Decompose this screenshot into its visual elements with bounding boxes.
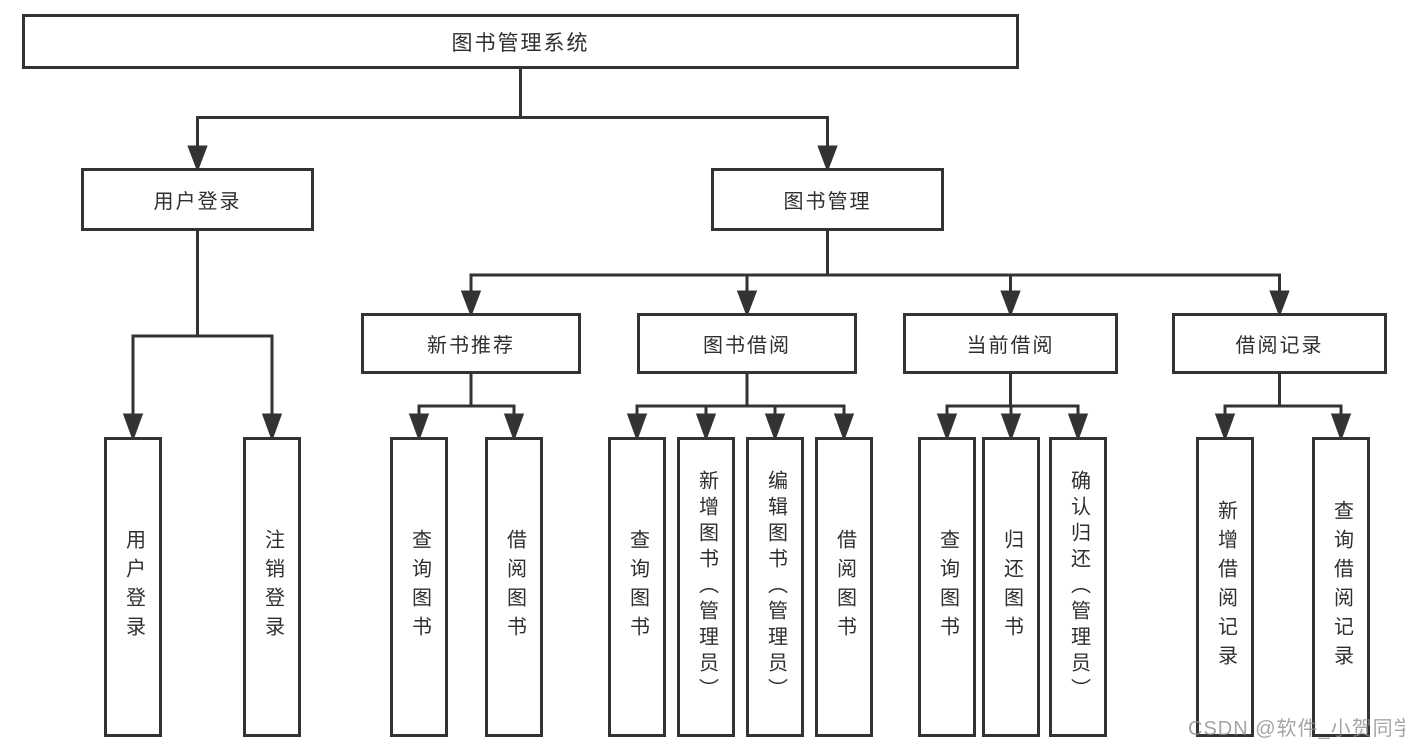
connector-current-borrow-children (936, 374, 1089, 442)
arrow-down-icon (626, 413, 648, 442)
leaf-borrow-books-label: 借阅图书 (833, 529, 856, 645)
leaf-user-login-label: 用户登录 (122, 529, 145, 645)
node-root-label: 图书管理系统 (451, 31, 590, 55)
arrow-down-icon (122, 413, 144, 442)
arrow-down-icon (1067, 413, 1089, 442)
leaf-edit-book-admin-label: 编辑图书（管理员） (764, 470, 787, 704)
node-user-login: 用户登录 (81, 168, 314, 231)
leaf-add-book-admin-label: 新增图书（管理员） (695, 470, 718, 704)
arrow-down-icon (1269, 290, 1290, 318)
arrow-down-icon (1000, 290, 1021, 318)
connector-root-to-branches (187, 69, 838, 173)
arrow-down-icon (408, 413, 430, 442)
arrow-down-icon (1000, 413, 1022, 442)
arrow-down-icon (460, 290, 482, 318)
node-new-book-recommend: 新书推荐 (361, 313, 581, 374)
arrow-down-icon (187, 145, 208, 173)
leaf-query-borrow-record: 查询借阅记录 (1312, 437, 1370, 737)
leaf-add-borrow-record: 新增借阅记录 (1196, 437, 1254, 737)
connector-book-borrow-children (626, 374, 855, 442)
node-root: 图书管理系统 (22, 14, 1019, 69)
arrow-down-icon (1330, 413, 1352, 442)
node-current-borrow: 当前借阅 (903, 313, 1118, 374)
node-borrow-records: 借阅记录 (1172, 313, 1387, 374)
arrow-down-icon (503, 413, 525, 442)
leaf-return-books: 归还图书 (982, 437, 1040, 737)
connector-borrow-records-children (1214, 374, 1352, 442)
node-book-management: 图书管理 (711, 168, 944, 231)
leaf-query-books-recommend: 查询图书 (390, 437, 448, 737)
node-book-borrow-label: 图书借阅 (703, 335, 791, 357)
leaf-return-books-label: 归还图书 (1000, 529, 1023, 645)
leaf-query-books-borrow-label: 查询图书 (626, 529, 649, 645)
arrow-down-icon (736, 290, 758, 318)
node-new-book-recommend-label: 新书推荐 (427, 335, 515, 357)
leaf-borrow-books-recommend: 借阅图书 (485, 437, 543, 737)
arrow-down-icon (936, 413, 958, 442)
leaf-add-book-admin: 新增图书（管理员） (677, 437, 735, 737)
leaf-user-login: 用户登录 (104, 437, 162, 737)
node-book-management-label: 图书管理 (783, 191, 872, 213)
leaf-logout-login: 注销登录 (243, 437, 301, 737)
arrow-down-icon (1214, 413, 1236, 442)
leaf-query-borrow-record-label: 查询借阅记录 (1330, 500, 1353, 674)
leaf-query-books-current-label: 查询图书 (936, 529, 959, 645)
leaf-logout-login-label: 注销登录 (261, 529, 284, 645)
node-book-borrow: 图书借阅 (637, 313, 857, 374)
arrow-down-icon (261, 413, 283, 442)
csdn-watermark: CSDN @软件_小贺同学 (1188, 718, 1405, 740)
arrow-down-icon (764, 413, 786, 442)
leaf-edit-book-admin: 编辑图书（管理员） (746, 437, 804, 737)
leaf-query-books-current: 查询图书 (918, 437, 976, 737)
leaf-query-books-recommend-label: 查询图书 (408, 529, 431, 645)
arrow-down-icon (817, 145, 838, 173)
node-user-login-label: 用户登录 (153, 191, 242, 213)
arrow-down-icon (833, 413, 855, 442)
arrow-down-icon (695, 413, 717, 442)
node-borrow-records-label: 借阅记录 (1235, 335, 1324, 357)
node-current-borrow-label: 当前借阅 (966, 335, 1055, 357)
leaf-query-books-borrow: 查询图书 (608, 437, 666, 737)
connector-new-book-children (408, 374, 525, 442)
leaf-borrow-books: 借阅图书 (815, 437, 873, 737)
leaf-borrow-books-recommend-label: 借阅图书 (503, 529, 526, 645)
connector-user-login-children (122, 231, 283, 442)
leaf-confirm-return-admin: 确认归还（管理员） (1049, 437, 1107, 737)
leaf-add-borrow-record-label: 新增借阅记录 (1214, 500, 1237, 674)
connector-book-management-children (460, 231, 1290, 318)
leaf-confirm-return-admin-label: 确认归还（管理员） (1067, 470, 1090, 704)
